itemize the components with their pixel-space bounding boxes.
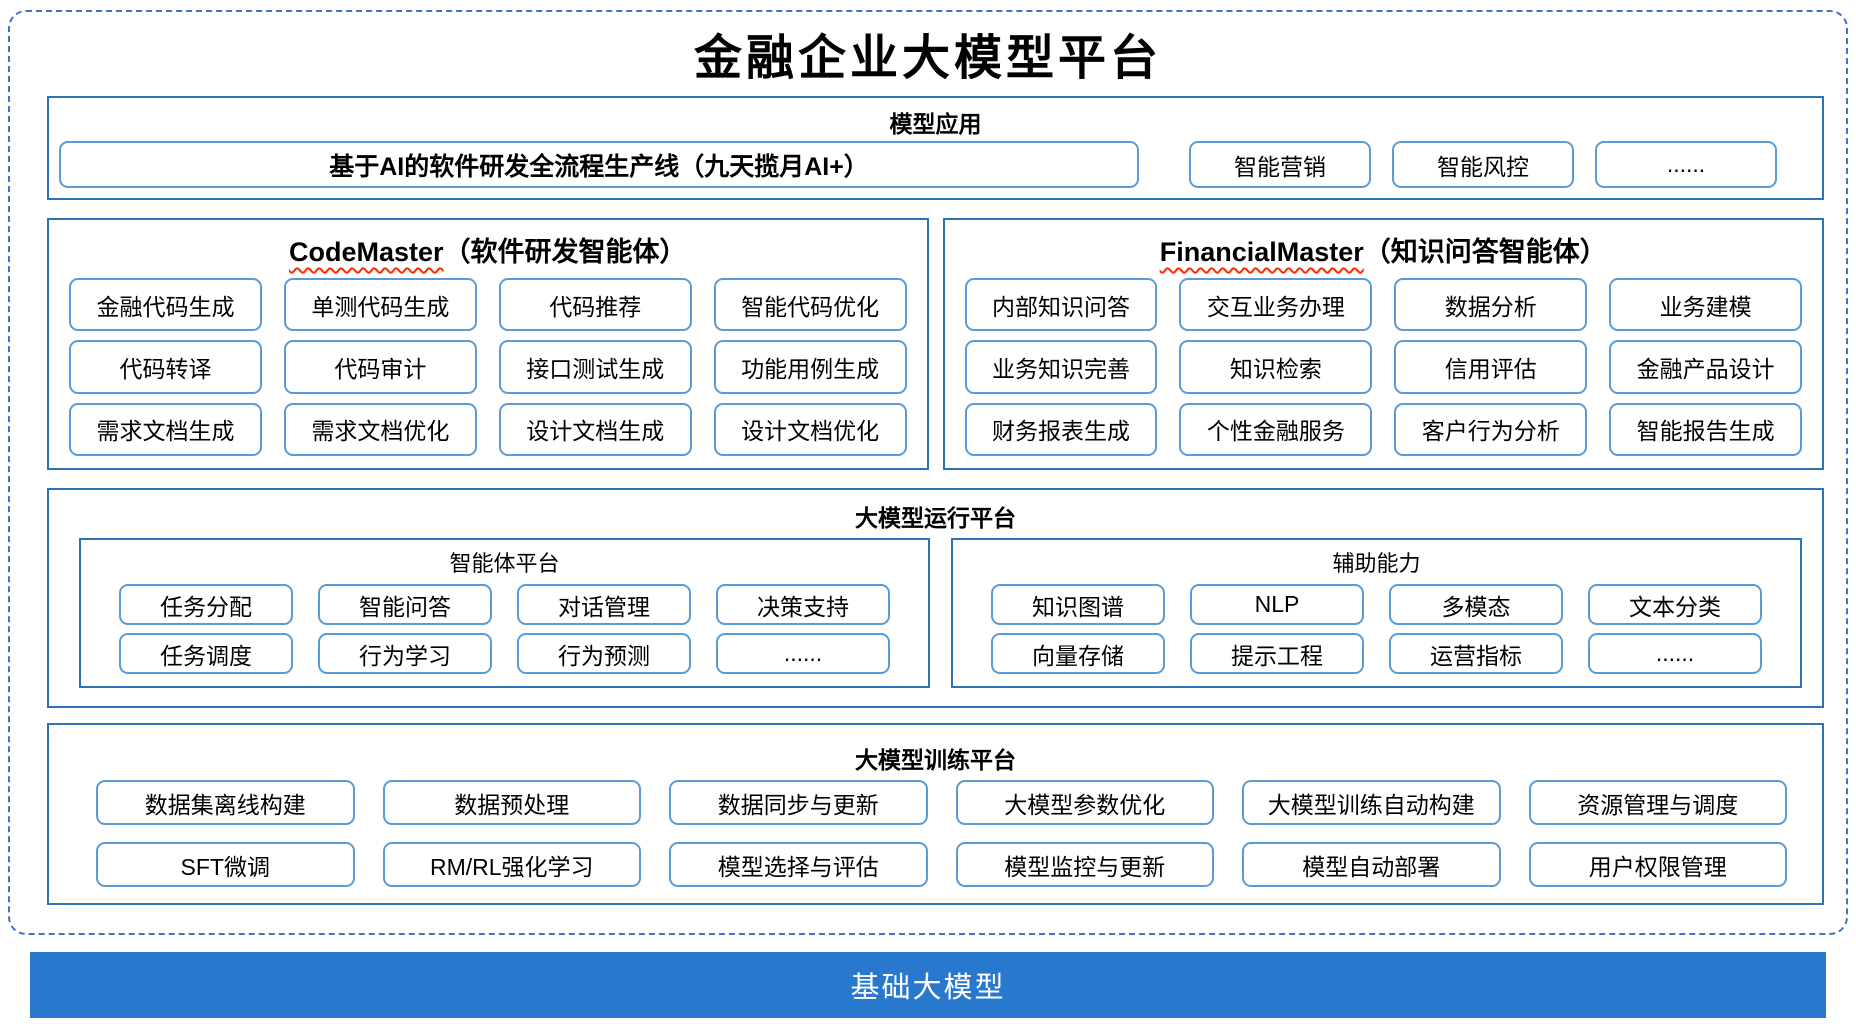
financialmaster-name-cn: （知识问答智能体） [1363, 237, 1607, 267]
codemaster-item: 需求文档优化 [283, 402, 477, 456]
runtime-title: 大模型运行平台 [855, 505, 1016, 531]
codemaster-item: 代码审计 [283, 340, 477, 394]
training-item: SFT微调 [96, 842, 355, 887]
aux-capability-item: ...... [1588, 633, 1762, 674]
financialmaster-name-en: FinancialMaster [1159, 237, 1364, 267]
codemaster-item: 代码转译 [69, 340, 262, 394]
base-model-bar: 基础大模型 [30, 952, 1826, 1018]
financialmaster-item: 业务建模 [1609, 278, 1802, 332]
aux-capability-grid: 知识图谱 NLP 多模态 文本分类 向量存储 提示工程 运营指标 ...... [991, 584, 1762, 674]
financialmaster-item: 金融产品设计 [1609, 340, 1802, 394]
codemaster-item: 设计文档生成 [498, 402, 692, 456]
aux-capability-item: 多模态 [1389, 584, 1563, 625]
aux-capability-item: 向量存储 [991, 633, 1165, 674]
model-app-item: 智能营销 [1189, 141, 1371, 188]
training-item: 数据集离线构建 [96, 780, 355, 825]
codemaster-item: 接口测试生成 [498, 340, 692, 394]
training-item: 模型自动部署 [1242, 842, 1501, 887]
codemaster-name-en: CodeMaster [288, 237, 444, 267]
codemaster-item: 金融代码生成 [69, 278, 262, 332]
aux-capability-item: 文本分类 [1588, 584, 1762, 625]
outer-dashed-frame [8, 10, 1848, 935]
codemaster-grid: 金融代码生成 单测代码生成 代码推荐 智能代码优化 代码转译 代码审计 接口测试… [69, 278, 907, 456]
agents-row: CodeMaster（软件研发智能体） 金融代码生成 单测代码生成 代码推荐 智… [47, 218, 1824, 470]
agent-platform-item: 智能问答 [318, 584, 492, 625]
financialmaster-item: 数据分析 [1394, 278, 1588, 332]
agent-platform-grid: 任务分配 智能问答 对话管理 决策支持 任务调度 行为学习 行为预测 .....… [119, 584, 890, 674]
financialmaster-item: 知识检索 [1179, 340, 1373, 394]
platform-title: 金融企业大模型平台 [693, 30, 1162, 86]
financialmaster-item: 个性金融服务 [1179, 402, 1373, 456]
training-item: 大模型训练自动构建 [1242, 780, 1501, 825]
agent-platform-box: 智能体平台 任务分配 智能问答 对话管理 决策支持 任务调度 行为学习 行为预测… [79, 538, 930, 688]
financialmaster-item: 客户行为分析 [1394, 402, 1588, 456]
aux-capability-item: NLP [1190, 584, 1364, 625]
model-app-row: 基于AI的软件研发全流程生产线（九天揽月AI+） 智能营销 智能风控 .....… [59, 141, 1777, 188]
training-item: 资源管理与调度 [1528, 780, 1787, 825]
runtime-section: 大模型运行平台 智能体平台 任务分配 智能问答 对话管理 决策支持 任务调度 行… [47, 488, 1824, 708]
aux-capability-item: 知识图谱 [991, 584, 1165, 625]
agent-platform-item: 任务调度 [119, 633, 293, 674]
agent-platform-item: 任务分配 [119, 584, 293, 625]
financialmaster-item: 交互业务办理 [1179, 278, 1373, 332]
codemaster-name-cn: （软件研发智能体） [443, 237, 687, 267]
financialmaster-item: 内部知识问答 [964, 278, 1158, 332]
codemaster-item: 代码推荐 [498, 278, 692, 332]
agent-platform-item: 对话管理 [517, 584, 691, 625]
model-app-section: 模型应用 基于AI的软件研发全流程生产线（九天揽月AI+） 智能营销 智能风控 … [47, 96, 1824, 200]
training-item: 数据同步与更新 [669, 780, 928, 825]
agent-platform-item: ...... [716, 633, 890, 674]
model-app-item: 智能风控 [1392, 141, 1574, 188]
model-app-item: ...... [1595, 141, 1777, 188]
financialmaster-grid: 内部知识问答 交互业务办理 数据分析 业务建模 业务知识完善 知识检索 信用评估… [964, 278, 1802, 456]
codemaster-item: 需求文档生成 [69, 402, 262, 456]
codemaster-item: 设计文档优化 [713, 402, 907, 456]
agent-platform-item: 行为学习 [318, 633, 492, 674]
codemaster-item: 智能代码优化 [713, 278, 907, 332]
financialmaster-section: FinancialMaster（知识问答智能体） 内部知识问答 交互业务办理 数… [942, 218, 1824, 470]
financialmaster-item: 智能报告生成 [1609, 402, 1802, 456]
training-title: 大模型训练平台 [855, 747, 1016, 773]
financialmaster-item: 财务报表生成 [964, 402, 1158, 456]
codemaster-title: CodeMaster（软件研发智能体） [49, 230, 927, 269]
training-item: 模型监控与更新 [955, 842, 1214, 887]
aux-capability-title: 辅助能力 [1332, 551, 1421, 576]
runtime-columns: 智能体平台 任务分配 智能问答 对话管理 决策支持 任务调度 行为学习 行为预测… [79, 538, 1802, 688]
training-item: 模型选择与评估 [669, 842, 928, 887]
training-item: RM/RL强化学习 [382, 842, 641, 887]
training-item: 大模型参数优化 [955, 780, 1214, 825]
codemaster-item: 单测代码生成 [283, 278, 477, 332]
financialmaster-item: 信用评估 [1394, 340, 1588, 394]
agent-platform-item: 行为预测 [517, 633, 691, 674]
financialmaster-title: FinancialMaster（知识问答智能体） [945, 230, 1823, 269]
codemaster-section: CodeMaster（软件研发智能体） 金融代码生成 单测代码生成 代码推荐 智… [47, 218, 929, 470]
aux-capability-box: 辅助能力 知识图谱 NLP 多模态 文本分类 向量存储 提示工程 运营指标 ..… [951, 538, 1802, 688]
agent-platform-item: 决策支持 [716, 584, 890, 625]
training-item: 数据预处理 [382, 780, 641, 825]
financialmaster-item: 业务知识完善 [964, 340, 1158, 394]
model-app-title: 模型应用 [889, 111, 982, 137]
training-section: 大模型训练平台 数据集离线构建 数据预处理 数据同步与更新 大模型参数优化 大模… [47, 723, 1824, 905]
agent-platform-title: 智能体平台 [449, 551, 560, 576]
aux-capability-item: 运营指标 [1389, 633, 1563, 674]
model-app-main-item: 基于AI的软件研发全流程生产线（九天揽月AI+） [59, 141, 1139, 188]
training-grid: 数据集离线构建 数据预处理 数据同步与更新 大模型参数优化 大模型训练自动构建 … [96, 780, 1787, 887]
aux-capability-item: 提示工程 [1190, 633, 1364, 674]
training-item: 用户权限管理 [1528, 842, 1787, 887]
codemaster-item: 功能用例生成 [713, 340, 907, 394]
